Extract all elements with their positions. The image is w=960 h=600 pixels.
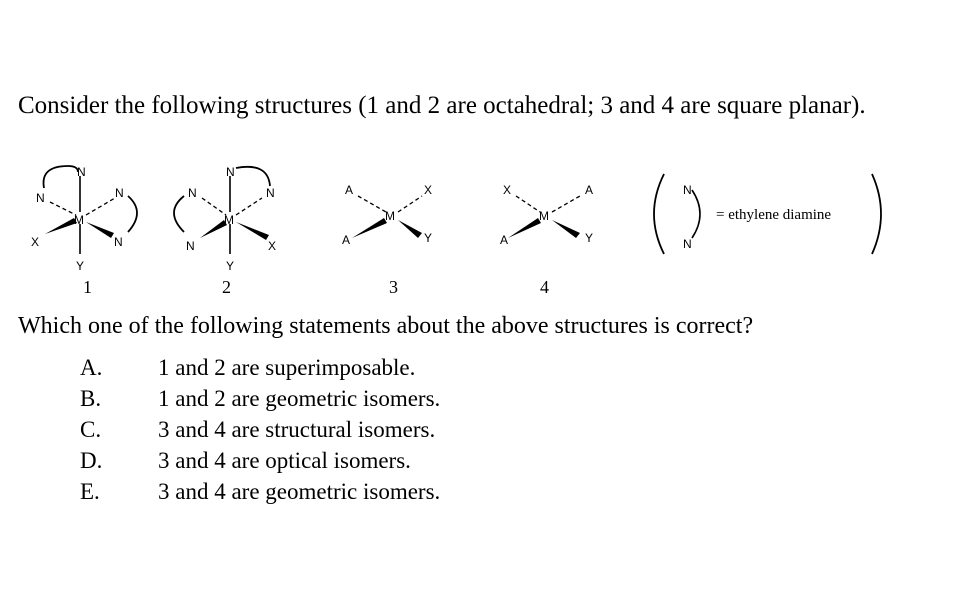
ethylenediamine-label: = ethylene diamine bbox=[716, 207, 831, 223]
structure-1: N N N M X N Y bbox=[31, 165, 138, 273]
choice-letter: B. bbox=[80, 386, 102, 411]
choice-c[interactable]: C. 3 and 4 are structural isomers. bbox=[80, 414, 440, 445]
choice-d[interactable]: D. 3 and 4 are optical isomers. bbox=[80, 445, 440, 476]
choice-a[interactable]: A. 1 and 2 are superimposable. bbox=[80, 352, 440, 383]
atom-a-top: A bbox=[585, 183, 593, 197]
choice-letter: E. bbox=[80, 479, 100, 504]
choice-text: 1 and 2 are superimposable. bbox=[158, 355, 416, 380]
atom-n-right: N bbox=[115, 186, 124, 200]
atom-a-bottom: A bbox=[342, 233, 350, 247]
answer-choices: A. 1 and 2 are superimposable. B. 1 and 2 … bbox=[80, 352, 440, 507]
atom-y-bottom: Y bbox=[424, 231, 432, 245]
structure-2: N N N M N X Y bbox=[173, 165, 276, 273]
structure-number-4: 4 bbox=[540, 277, 549, 297]
structure-4: X A M A Y bbox=[500, 183, 593, 247]
structure-number-1: 1 bbox=[83, 277, 92, 297]
choice-text: 3 and 4 are structural isomers. bbox=[158, 417, 436, 442]
choice-letter: A. bbox=[80, 355, 103, 380]
choice-letter: C. bbox=[80, 417, 102, 442]
atom-metal: M bbox=[539, 209, 549, 223]
atom-y: Y bbox=[76, 259, 84, 273]
structures-figure: N N N M X N Y N N N M N X Y bbox=[0, 160, 960, 300]
atom-n-left: N bbox=[36, 191, 45, 205]
choice-text: 3 and 4 are optical isomers. bbox=[158, 448, 411, 473]
atom-x: X bbox=[268, 239, 276, 253]
atom-a-top: A bbox=[345, 183, 353, 197]
atom-n-bottom: N bbox=[114, 235, 123, 249]
structure-3: A X M A Y bbox=[342, 183, 432, 247]
atom-metal: M bbox=[224, 213, 234, 227]
atom-a-bottom: A bbox=[500, 233, 508, 247]
choice-text: 1 and 2 are geometric isomers. bbox=[158, 386, 441, 411]
question-prompt: Which one of the following statements ab… bbox=[18, 313, 754, 339]
structures-diagram: N N N M X N Y N N N M N X Y bbox=[31, 165, 882, 273]
atom-n-left: N bbox=[188, 186, 197, 200]
atom-y: Y bbox=[226, 259, 234, 273]
choice-e[interactable]: E. 3 and 4 are geometric isomers. bbox=[80, 476, 440, 507]
atom-y-bottom: Y bbox=[585, 231, 593, 245]
atom-n-right: N bbox=[266, 186, 275, 200]
structure-number-2: 2 bbox=[222, 277, 231, 297]
legend-n-bottom: N bbox=[683, 237, 692, 251]
atom-n-top: N bbox=[226, 165, 235, 179]
atom-x-top: X bbox=[503, 183, 511, 197]
atom-metal: M bbox=[74, 213, 84, 227]
atom-n-top: N bbox=[77, 165, 86, 179]
atom-metal: M bbox=[385, 209, 395, 223]
legend-n-top: N bbox=[683, 183, 692, 197]
atom-x-top: X bbox=[424, 183, 432, 197]
choice-text: 3 and 4 are geometric isomers. bbox=[158, 479, 441, 504]
choice-letter: D. bbox=[80, 448, 103, 473]
atom-x: X bbox=[31, 235, 39, 249]
choice-b[interactable]: B. 1 and 2 are geometric isomers. bbox=[80, 383, 440, 414]
ethylenediamine-legend: N N = ethylene diamine bbox=[653, 173, 882, 255]
atom-n-bottom: N bbox=[186, 239, 195, 253]
structure-number-3: 3 bbox=[389, 277, 398, 297]
question-text: Consider the following structures (1 and… bbox=[18, 92, 866, 119]
